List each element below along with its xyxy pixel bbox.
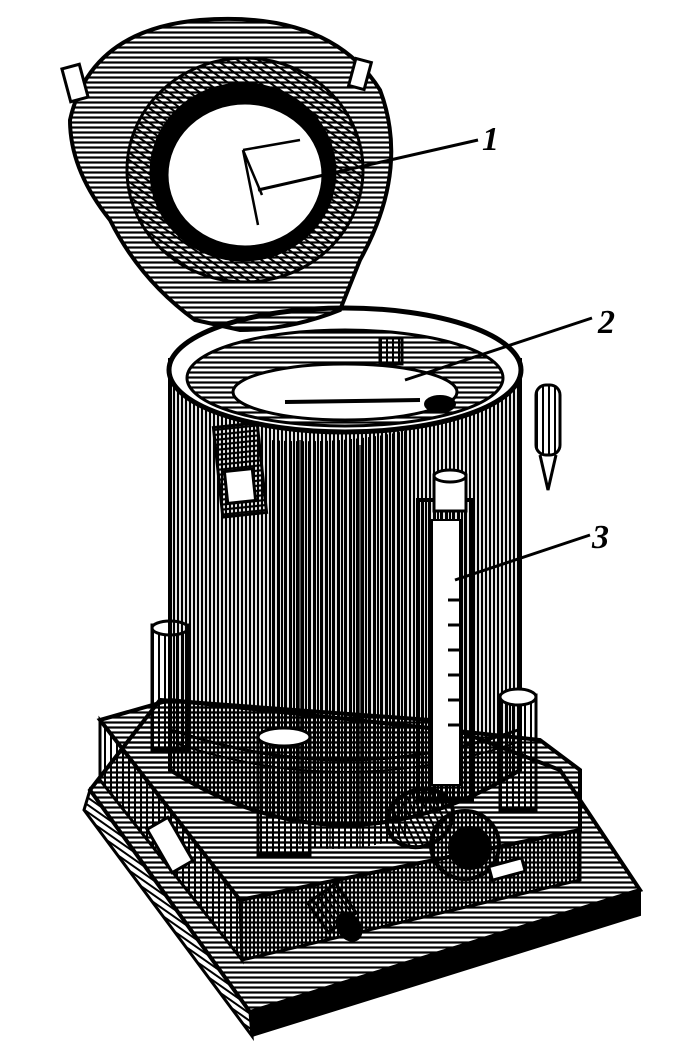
measuring-tube	[416, 468, 474, 802]
base-knob	[305, 881, 363, 942]
valve-handwheel	[384, 786, 528, 882]
leader-line-3	[454, 533, 591, 582]
callout-3: 3	[591, 519, 609, 556]
leader-line-2	[404, 316, 593, 382]
front-post	[256, 726, 312, 857]
leader-line-1	[257, 138, 479, 192]
lid	[60, 16, 394, 333]
callout-2: 2	[597, 304, 615, 341]
callout-1: 1	[482, 121, 499, 158]
cylinder-top	[166, 305, 524, 435]
left-latch	[211, 421, 269, 519]
right-post	[498, 687, 538, 812]
right-latch	[534, 383, 562, 491]
leader-lines	[257, 138, 593, 582]
